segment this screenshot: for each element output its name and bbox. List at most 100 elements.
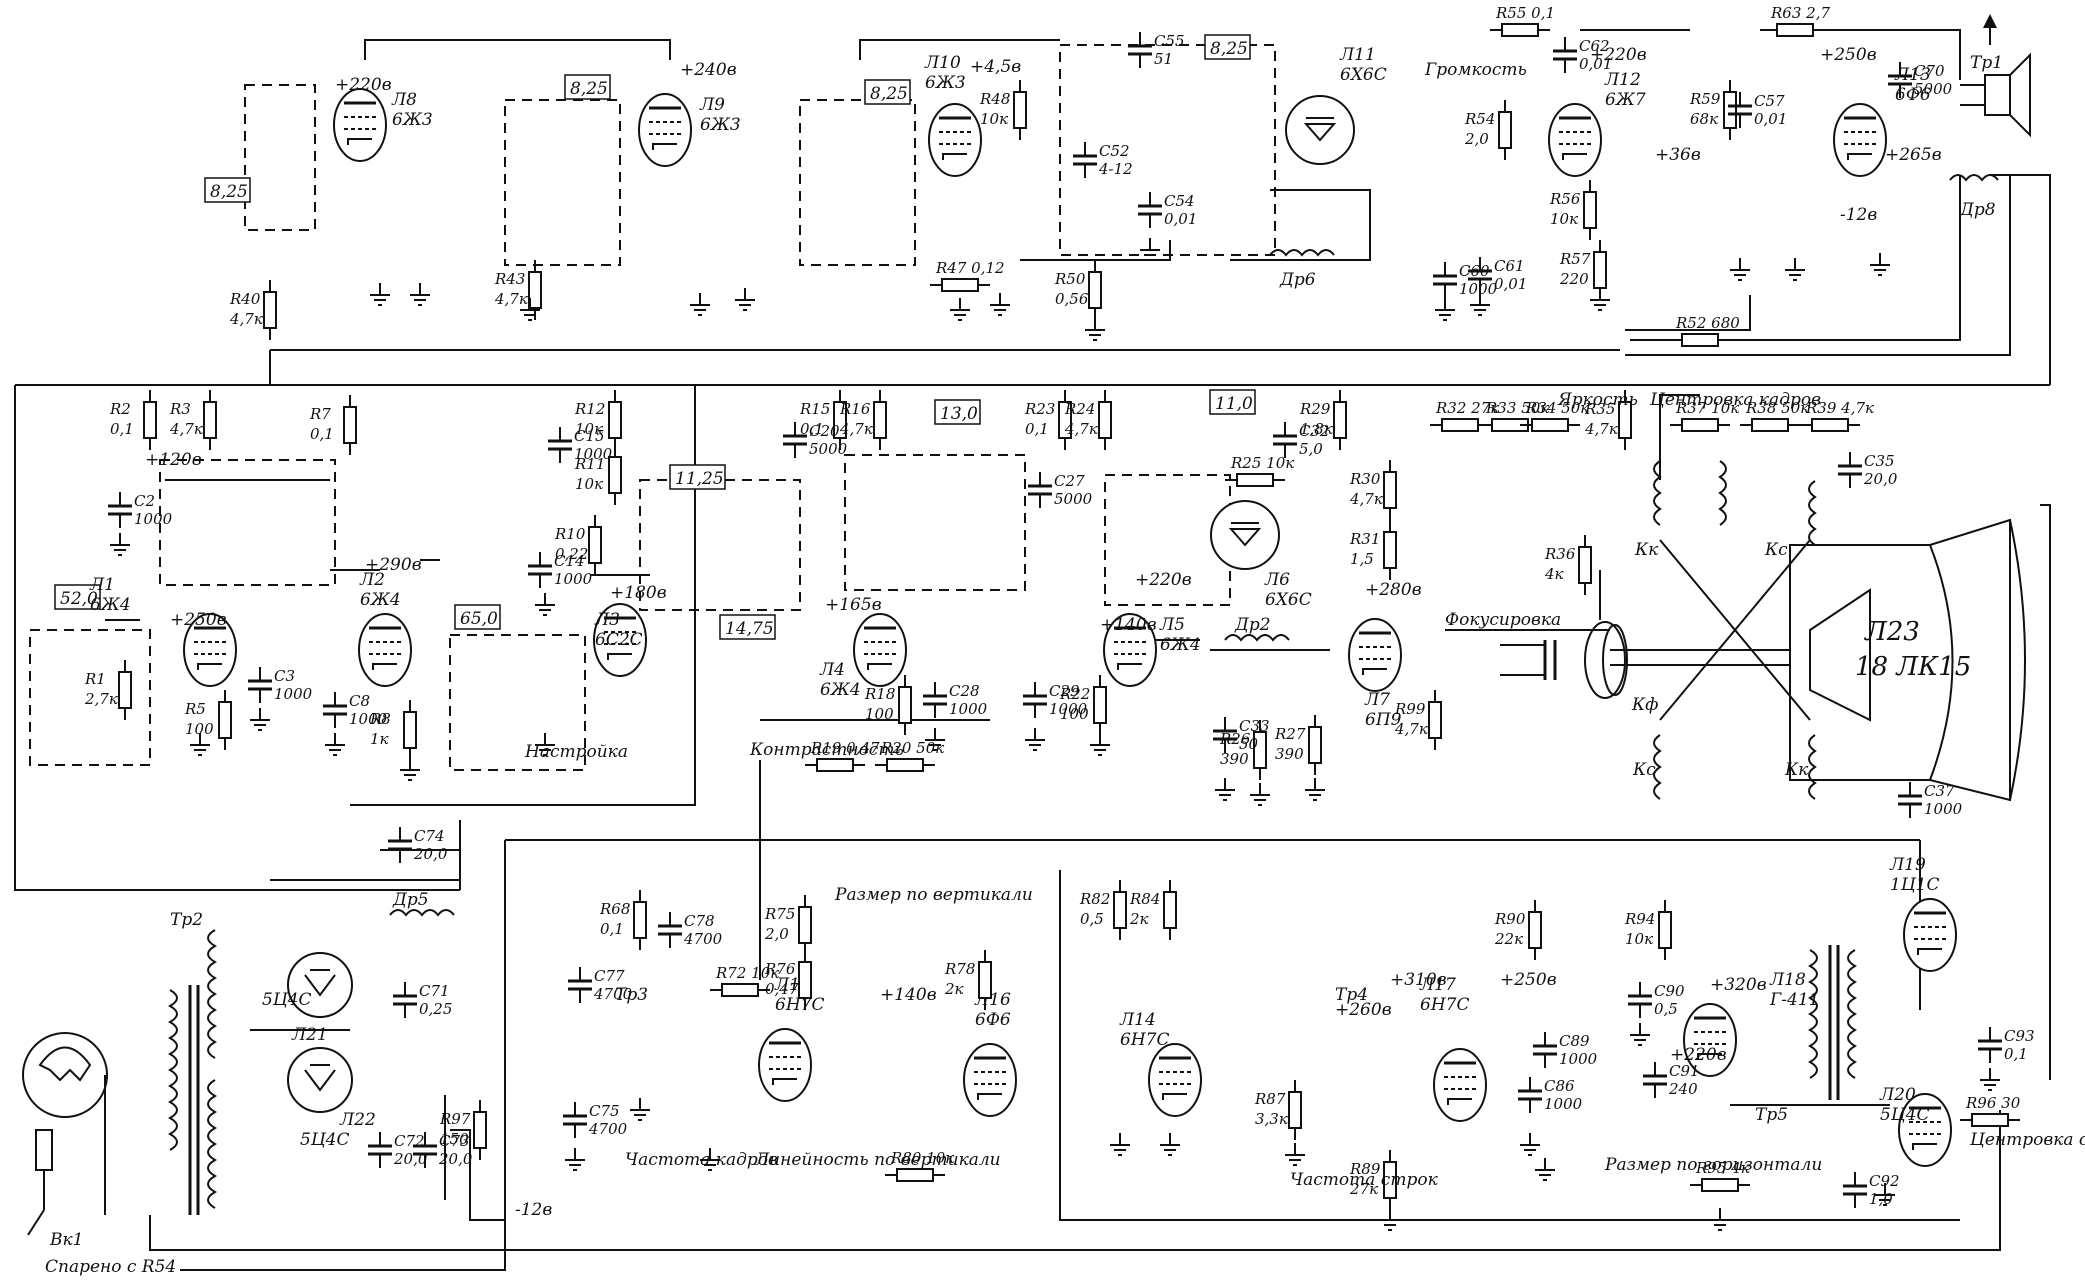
cap-ref-c61: C61 [1494,257,1525,275]
tube-type-l11: 6Х6С [1340,65,1387,85]
ground-icon [690,293,710,316]
cap-val-c15: 1000 [574,445,613,463]
cap-val-c27: 5000 [1054,490,1093,508]
cap-val-c62: 0,01 [1579,55,1612,73]
res-val-r18: 100 [865,705,894,723]
res-label-r37: R37 10к [1675,399,1739,417]
ground-icon [1380,1208,1400,1231]
tube-ref-l20: Л20 [1879,1085,1916,1105]
tube-layer: Л16Ж4Л26Ж4Л36С2СЛ46Ж4Л56Ж4Л76П9Л86Ж3Л96Ж… [89,45,1957,1167]
res-ref-r48: R48 [979,90,1010,108]
tr1-label: Тр1 [1970,53,2003,73]
cap-ref-c78: C78 [684,912,715,930]
res-val-r50: 0,56 [1055,290,1089,308]
cap-val-c75: 4700 [588,1120,628,1138]
switch-note: Спарено с R54 [45,1257,176,1277]
ground-icon [1215,778,1235,801]
res-label-r32: R32 27к [1435,399,1499,417]
res-val-r3: 4,7к [169,420,203,438]
ground-icon [370,283,390,306]
tube-type-l7: 6П9 [1365,710,1402,730]
brightness-label: Яркость [1557,390,1638,410]
resistor-r33: R33 50к [1480,399,1549,432]
res-ref-r78: R78 [944,960,975,978]
ground-icon [950,298,970,321]
l22-ref: Л22 [339,1110,376,1130]
cap-val-c93: 0,1 [2004,1045,2028,1063]
res-ref-r8: R8 [369,710,391,728]
resistor-r20: R20 50к [875,739,944,772]
ground-icon [1140,238,1160,261]
tube-type-l15: 6Н7С [775,995,824,1015]
res-val-r43: 4,7к [494,290,528,308]
coil-label-1: Кк [1634,540,1659,560]
cap-val-c77: 4700 [593,985,633,1003]
cap-val-c37: 1000 [1924,800,1963,818]
ground-icon [990,293,1010,316]
voltage-12: +140в [1100,615,1157,635]
tube-type-l17: 6Н7С [1420,995,1469,1015]
res-label-r47: R47 0,12 [935,259,1005,277]
tube-type-l2: 6Ж4 [360,590,401,610]
tube-ref-l5: Л5 [1159,615,1185,635]
power-plug [22,1032,108,1236]
resistor-r38: R38 50к [1740,399,1809,432]
tube-type-l6: 6Х6С [1265,590,1312,610]
res-label-r52: R52 680 [1675,314,1740,332]
freq-box-13: 13,0 [940,404,978,424]
deflection-coils: Кк Кс Кс Кк Кф [1631,460,1817,800]
cap-val-c8: 1000 [349,710,388,728]
resistor-r7: R70,1 [309,395,357,455]
cap-ref-c77: C77 [594,967,625,985]
cap-val-c86: 1000 [1544,1095,1583,1113]
cap-val-c71: 0,25 [419,1000,452,1018]
wiring [14,29,2051,1271]
ground-icon [325,733,345,756]
res-val-r23: 0,1 [1025,420,1049,438]
cap-val-c35: 20,0 [1863,470,1898,488]
res-val-r7: 0,1 [310,425,334,443]
res-ref-r27: R27 [1274,725,1306,743]
tr5-label: Тр5 [1755,1105,1788,1125]
res-ref-r7: R7 [309,405,331,423]
cap-val-c90: 0,5 [1654,1000,1678,1018]
tube-ref-l12: Л12 [1604,70,1641,90]
voltage-layer: +220в+240в+4,5в+250в+220в+36в+265в+120в+… [145,45,1942,1220]
voltage-5: +36в [1655,145,1701,165]
voltage-2: +4,5в [970,57,1021,77]
res-val-r27: 390 [1275,745,1304,763]
cap-ref-c35: C35 [1864,452,1895,470]
crt-type: 18 ЛК15 [1855,652,1971,682]
cap-ref-c15: C15 [574,427,605,445]
res-val-r99: 4,7к [1394,720,1428,738]
ground-icon [565,1148,585,1171]
res-val-r48: 10к [980,110,1008,128]
res-val-r15: 0,1 [800,420,824,438]
dr5-label: Др5 [392,890,429,910]
cap-ref-c37: C37 [1924,782,1955,800]
res-val-r29: 1,8к [1300,420,1333,438]
cap-val-c3: 1000 [274,685,313,703]
cap-ref-c92: C92 [1869,1172,1900,1190]
cap-val-c14: 1000 [554,570,593,588]
res-val-r5: 100 [185,720,214,738]
ground-icon [520,298,540,321]
